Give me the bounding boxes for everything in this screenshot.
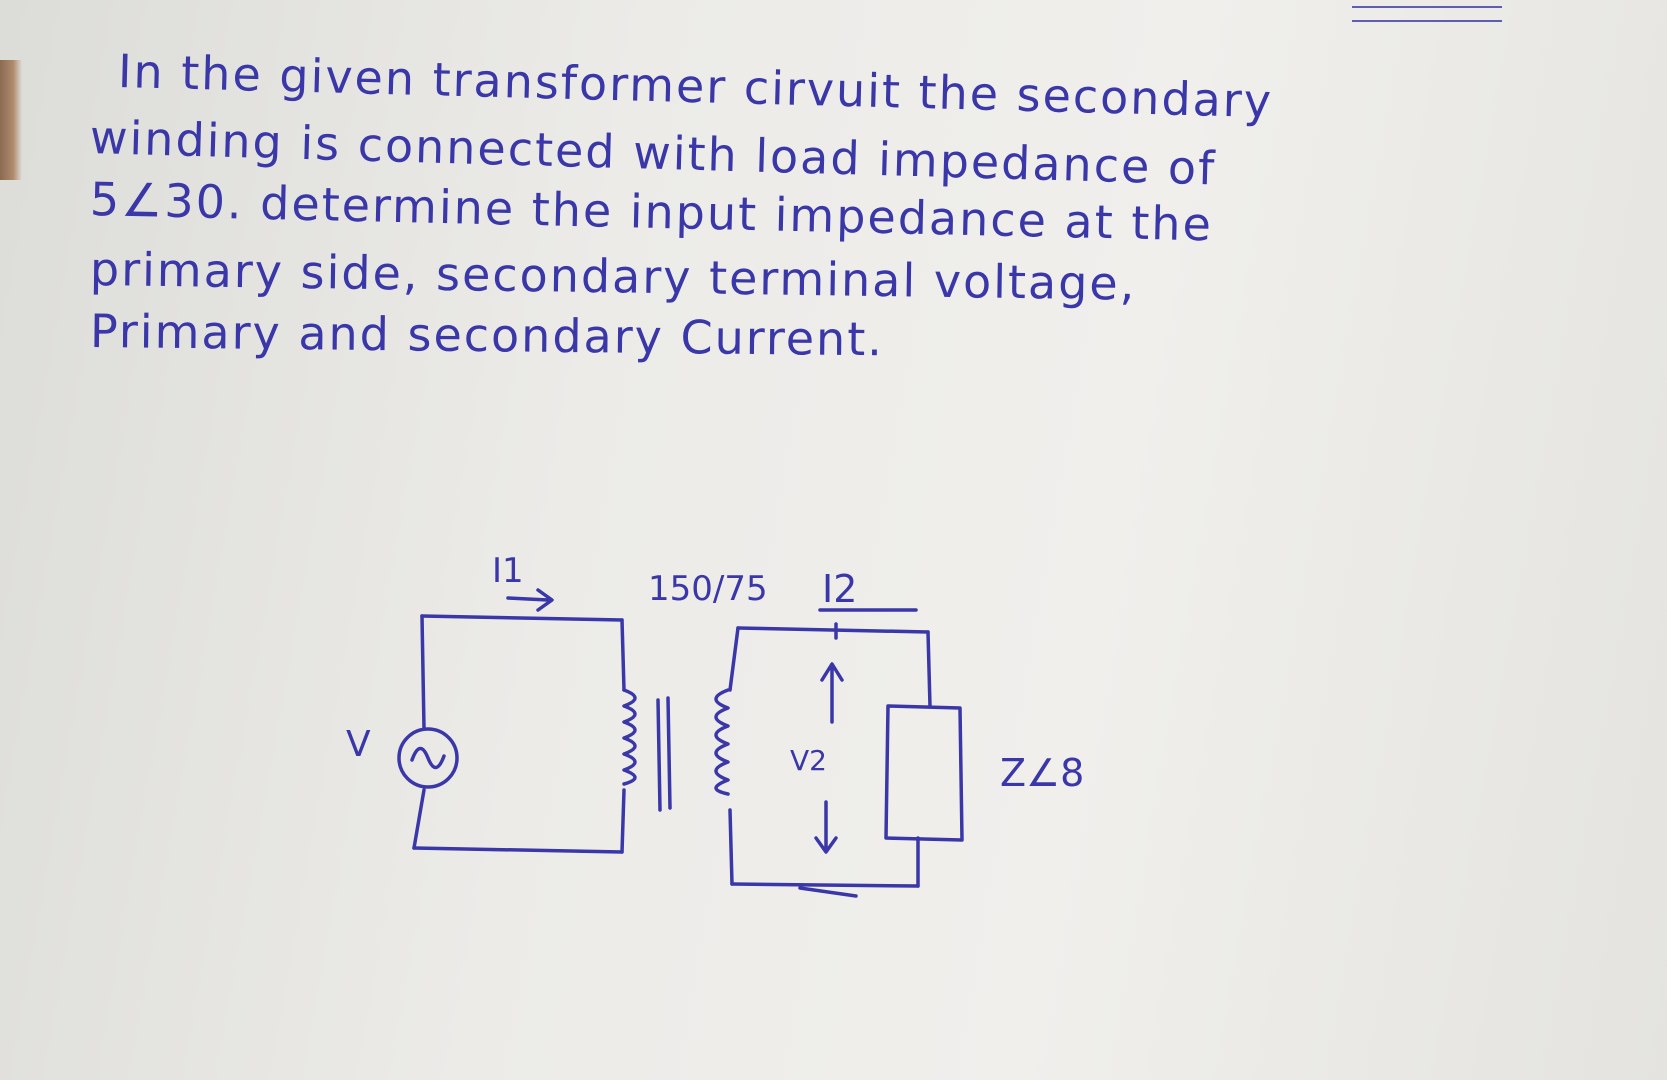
primary-right-wire-top — [620, 618, 626, 692]
load-impedance-box — [884, 704, 964, 842]
ac-source-wave-icon — [410, 746, 446, 770]
primary-right-wire-bottom — [620, 788, 626, 854]
transformer-core-line-2 — [666, 696, 672, 810]
load-impedance-label: Z∠8 — [1000, 751, 1084, 795]
primary-bottom-wire — [412, 846, 624, 854]
primary-current-label: I1 — [492, 551, 524, 591]
i1-arrow-icon — [506, 588, 554, 612]
v2-up-arrow-icon — [820, 662, 844, 724]
secondary-bottom-terminal-tick — [798, 886, 858, 898]
secondary-left-wire-bottom — [728, 808, 734, 886]
secondary-top-wire — [736, 626, 930, 634]
ac-source-icon — [397, 727, 459, 789]
secondary-current-label: I2 — [822, 567, 857, 611]
turns-ratio-label: 150/75 — [648, 569, 768, 609]
source-label: V — [346, 724, 371, 765]
transformer-core-line-1 — [656, 698, 662, 812]
primary-top-wire — [420, 614, 624, 622]
primary-winding-icon — [622, 688, 637, 786]
primary-left-wire-bottom — [412, 788, 426, 850]
secondary-bottom-wire — [730, 882, 920, 888]
v2-down-arrow-icon — [814, 800, 838, 854]
secondary-winding-icon — [714, 688, 730, 796]
primary-left-wire-top — [420, 614, 426, 730]
top-double-rule — [1352, 6, 1502, 22]
secondary-right-wire-top — [926, 630, 932, 708]
secondary-voltage-label: V2 — [790, 744, 827, 777]
page-edge-shadow — [0, 60, 22, 180]
secondary-left-wire-top — [728, 626, 740, 692]
